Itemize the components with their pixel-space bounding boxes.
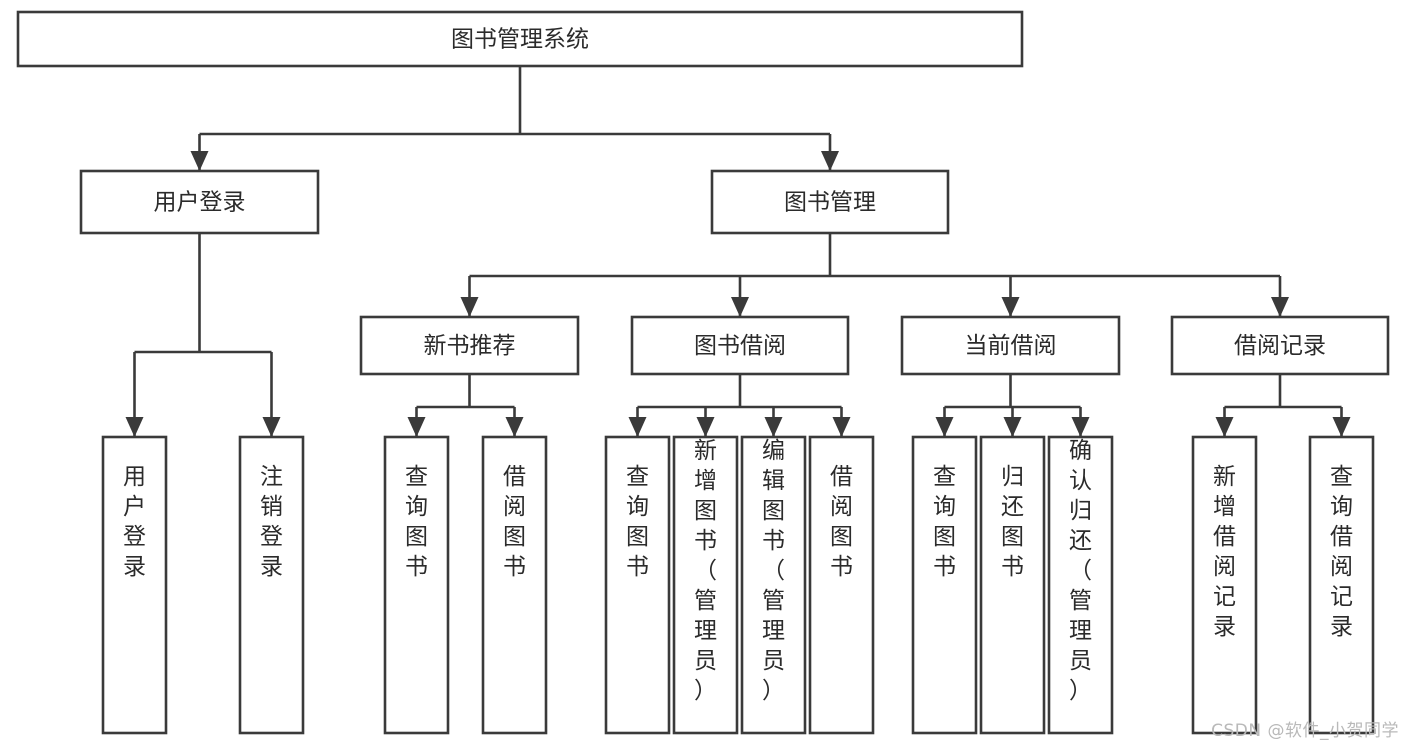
- node-box-user-login: [79, 169, 320, 235]
- node-leaf-query-book-borrow[interactable]: 查询图书: [604, 435, 671, 735]
- node-leaf-query-book-current[interactable]: 查询图书: [911, 435, 978, 735]
- arrow-head: [460, 297, 479, 317]
- arrow-head: [696, 417, 715, 437]
- node-box-book-borrow: [630, 315, 850, 376]
- node-label-borrow-record: 借阅记录: [1234, 333, 1326, 359]
- csdn-watermark: CSDN @软件_小贺同学: [1211, 721, 1399, 741]
- node-box-leaf-query-borrow-record: [1308, 435, 1375, 735]
- arrow-head: [628, 417, 647, 437]
- node-box-leaf-user-login: [101, 435, 168, 735]
- node-layer: 图书管理系统用户登录图书管理新书推荐图书借阅当前借阅借阅记录用户登录注销登录查询…: [16, 10, 1390, 735]
- node-new-book-recommend[interactable]: 新书推荐: [359, 315, 580, 376]
- node-label-leaf-query-book-borrow: 查询图书: [626, 464, 649, 580]
- node-box-leaf-add-book-admin: [672, 435, 739, 735]
- arrow-head: [1332, 417, 1351, 437]
- node-label-leaf-return-book: 归还图书: [1001, 464, 1024, 580]
- node-label-leaf-borrow-book: 借阅图书: [830, 464, 853, 580]
- node-box-root: [16, 10, 1024, 68]
- arrow-head: [1215, 417, 1234, 437]
- connector-group-current-borrow: [935, 374, 1090, 437]
- arrow-head: [935, 417, 954, 437]
- node-label-book-borrow: 图书借阅: [694, 333, 786, 359]
- node-box-new-book-recommend: [359, 315, 580, 376]
- arrow-head: [1003, 417, 1022, 437]
- node-root[interactable]: 图书管理系统: [16, 10, 1024, 68]
- node-label-user-login: 用户登录: [154, 190, 246, 216]
- node-leaf-add-borrow-record[interactable]: 新增借阅记录: [1191, 435, 1258, 735]
- arrow-head: [1001, 297, 1020, 317]
- node-label-leaf-query-borrow-record: 查询借阅记录: [1330, 464, 1353, 640]
- arrow-head: [731, 297, 749, 317]
- node-borrow-record[interactable]: 借阅记录: [1170, 315, 1390, 376]
- connector-group-user-login: [125, 233, 281, 437]
- node-leaf-user-login[interactable]: 用户登录: [101, 435, 168, 735]
- arrow-head: [407, 417, 426, 437]
- node-leaf-logout-login[interactable]: 注销登录: [238, 435, 305, 735]
- node-label-leaf-add-borrow-record: 新增借阅记录: [1213, 464, 1236, 640]
- node-label-leaf-add-book-admin: 新增图书（管理员）: [694, 438, 717, 704]
- connector-group-borrow-record: [1215, 374, 1351, 437]
- arrow-head: [262, 417, 281, 437]
- node-box-leaf-logout-login: [238, 435, 305, 735]
- arrow-head: [832, 417, 851, 437]
- arrow-head: [505, 417, 524, 437]
- node-box-book-management: [710, 169, 950, 235]
- node-leaf-borrow-book-recommend[interactable]: 借阅图书: [481, 435, 548, 735]
- node-box-leaf-query-book-current: [911, 435, 978, 735]
- node-box-leaf-edit-book-admin: [740, 435, 807, 735]
- node-box-leaf-return-book: [979, 435, 1046, 735]
- node-label-new-book-recommend: 新书推荐: [424, 333, 516, 359]
- node-label-leaf-query-book-current: 查询图书: [933, 464, 956, 580]
- node-box-leaf-borrow-book: [808, 435, 875, 735]
- node-box-borrow-record: [1170, 315, 1390, 376]
- node-label-leaf-edit-book-admin: 编辑图书（管理员）: [762, 438, 785, 704]
- node-label-leaf-user-login: 用户登录: [123, 464, 146, 580]
- node-label-leaf-confirm-return-admin: 确认归还（管理员）: [1069, 438, 1092, 704]
- node-label-leaf-borrow-book-recommend: 借阅图书: [503, 464, 526, 580]
- node-user-login[interactable]: 用户登录: [79, 169, 320, 235]
- node-leaf-edit-book-admin[interactable]: 编辑图书（管理员）: [740, 435, 807, 735]
- node-leaf-add-book-admin[interactable]: 新增图书（管理员）: [672, 435, 739, 735]
- node-book-borrow[interactable]: 图书借阅: [630, 315, 850, 376]
- node-box-leaf-query-book-borrow: [604, 435, 671, 735]
- node-leaf-confirm-return-admin[interactable]: 确认归还（管理员）: [1047, 435, 1114, 735]
- node-label-book-management: 图书管理: [784, 190, 876, 216]
- arrow-head: [125, 417, 144, 437]
- node-current-borrow[interactable]: 当前借阅: [900, 315, 1121, 376]
- node-label-leaf-query-book-recommend: 查询图书: [405, 464, 428, 580]
- arrow-head: [190, 151, 209, 171]
- connector-group-book-borrow: [628, 374, 851, 437]
- connector-group-book-management: [460, 233, 1289, 317]
- node-label-current-borrow: 当前借阅: [965, 333, 1057, 359]
- node-box-leaf-add-borrow-record: [1191, 435, 1258, 735]
- node-label-leaf-logout-login: 注销登录: [260, 464, 283, 580]
- node-leaf-query-borrow-record[interactable]: 查询借阅记录: [1308, 435, 1375, 735]
- connector-layer: [125, 66, 1351, 437]
- arrow-head: [1271, 297, 1289, 317]
- node-book-management[interactable]: 图书管理: [710, 169, 950, 235]
- node-leaf-query-book-recommend[interactable]: 查询图书: [383, 435, 450, 735]
- node-leaf-return-book[interactable]: 归还图书: [979, 435, 1046, 735]
- connector-group-new-book-recommend: [407, 374, 524, 437]
- node-box-leaf-confirm-return-admin: [1047, 435, 1114, 735]
- arrow-head: [764, 417, 783, 437]
- connector-group-root: [190, 66, 839, 171]
- arrow-head: [1071, 417, 1090, 437]
- node-box-leaf-query-book-recommend: [383, 435, 450, 735]
- node-label-root: 图书管理系统: [451, 27, 589, 53]
- node-box-leaf-borrow-book-recommend: [481, 435, 548, 735]
- arrow-head: [821, 151, 839, 171]
- node-box-current-borrow: [900, 315, 1121, 376]
- node-leaf-borrow-book[interactable]: 借阅图书: [808, 435, 875, 735]
